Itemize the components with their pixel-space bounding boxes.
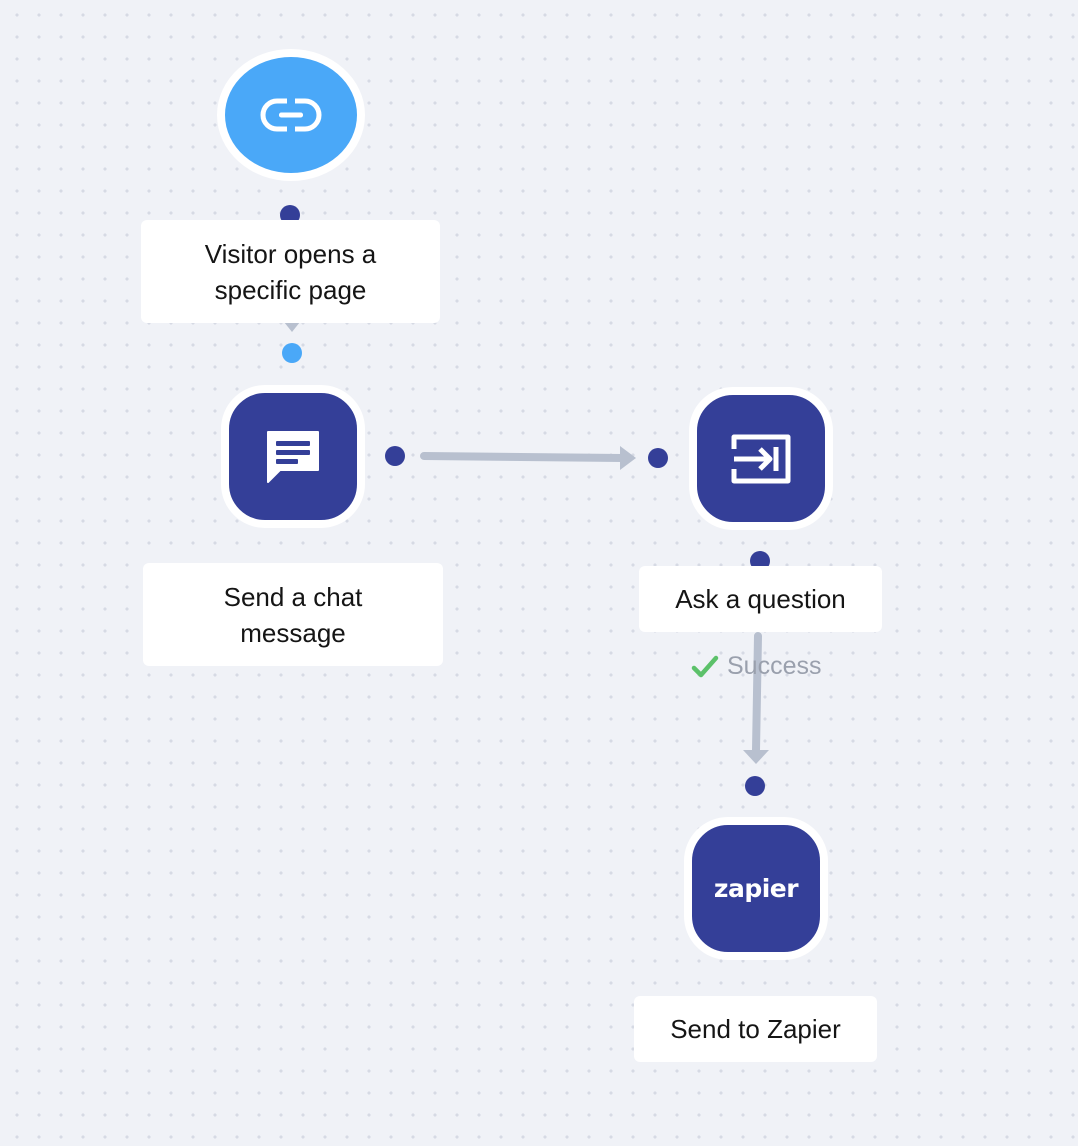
trigger-node-label[interactable]: Visitor opens a specific page <box>141 220 440 323</box>
chat-label-text: Send a chat message <box>223 581 363 648</box>
chat-to-question-connector <box>420 452 626 462</box>
chat-input-port[interactable] <box>282 343 302 363</box>
chat-node-icon[interactable] <box>221 385 365 528</box>
success-branch-text: Success <box>727 652 822 680</box>
input-arrow-icon <box>731 434 791 483</box>
checkmark-icon <box>691 655 719 677</box>
success-branch-label: Success <box>691 652 821 681</box>
trigger-to-chat-arrow <box>284 322 300 332</box>
chat-node-label[interactable]: Send a chat message <box>143 563 443 666</box>
question-node-label[interactable]: Ask a question <box>639 566 882 632</box>
link-icon <box>260 97 322 133</box>
zapier-node-label[interactable]: Send to Zapier <box>634 996 877 1062</box>
question-label-text: Ask a question <box>675 584 846 614</box>
question-to-zapier-connector <box>752 632 762 754</box>
question-input-port[interactable] <box>648 448 668 468</box>
zapier-label-text: Send to Zapier <box>670 1014 841 1044</box>
chat-to-question-arrowhead <box>620 446 636 470</box>
chat-output-port[interactable] <box>385 446 405 466</box>
zapier-logo: zapier <box>713 874 799 903</box>
zapier-node-icon[interactable]: zapier <box>684 817 828 960</box>
trigger-node-icon[interactable] <box>217 49 365 181</box>
zapier-input-port[interactable] <box>745 776 765 796</box>
question-to-zapier-arrowhead <box>743 750 769 764</box>
question-node-icon[interactable] <box>689 387 833 530</box>
chat-message-icon <box>267 430 319 483</box>
trigger-label-text: Visitor opens a specific page <box>204 238 377 305</box>
